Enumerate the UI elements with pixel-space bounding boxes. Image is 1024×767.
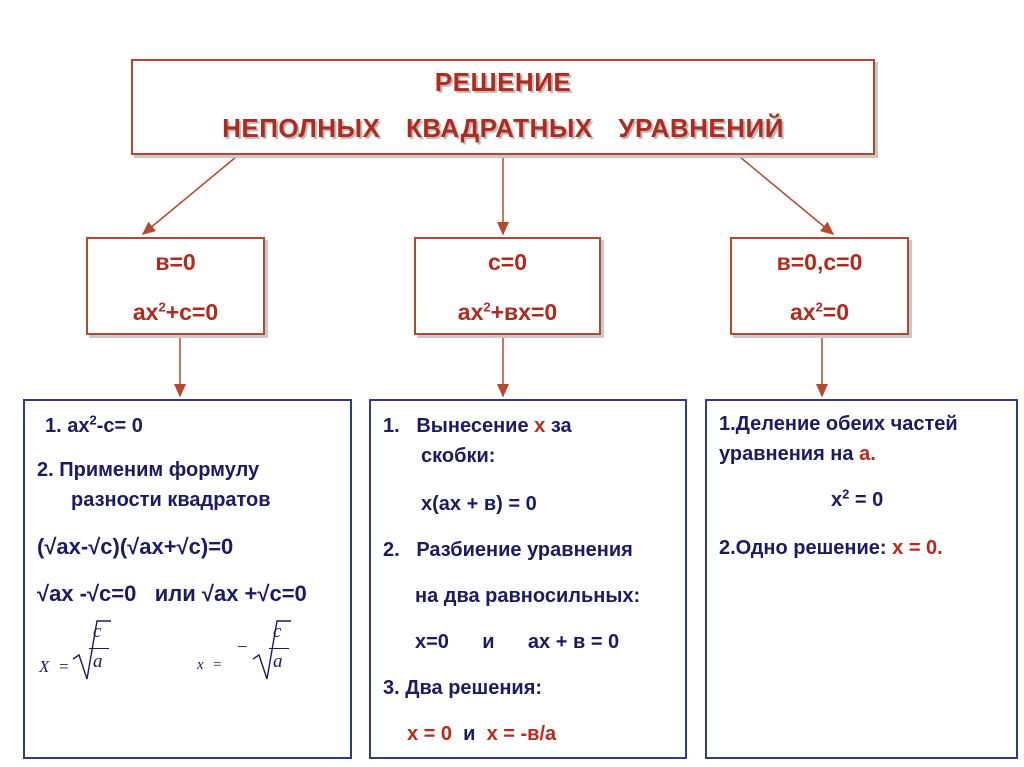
step-1-line-1: 1. Вынесение х за (383, 415, 572, 437)
two-solutions: х = 0 и х = -в/а (407, 723, 557, 745)
solution-panel-1: 1. ах2-с= 0 2. Применим формулу разности… (23, 399, 352, 759)
denominator: a (93, 651, 103, 672)
step-1-line-2: уравнения на а. (719, 443, 876, 465)
sqrt-sign-2 (252, 620, 291, 680)
title-line-2: НЕПОЛНЫХ КВАДРАТНЫХ УРАВНЕНИЙ (222, 113, 784, 143)
title-line-1: РЕШЕНИЕ (434, 67, 572, 97)
case-box-b-c-zero: в=0,с=0 ах2=0 (730, 237, 909, 335)
step-2: 2.Одно решение: х = 0. (719, 537, 943, 559)
factorization: (√ах-√с)(√ах+√с)=0 (37, 534, 234, 559)
root-formulas: Х = c a х = − c a (37, 617, 337, 687)
denominator-2: a (273, 651, 283, 672)
case-box-c-zero: с=0 ах2+вх=0 (414, 237, 601, 335)
title-box: РЕШЕНИЕ НЕПОЛНЫХ КВАДРАТНЫХ УРАВНЕНИЙ (131, 59, 875, 155)
case-equation: ах2+с=0 (132, 299, 219, 325)
step-3: 3. Два решения: (383, 677, 543, 699)
case-equation: ах2+вх=0 (457, 299, 558, 325)
step-1-line-2: скобки: (421, 445, 496, 467)
step-2-line-2: на два равносильных: (415, 585, 641, 607)
case-condition: в=0,с=0 (776, 249, 863, 275)
step-1: 1. ах2-с= 0 (45, 412, 143, 437)
solution-panel-2: 1. Вынесение х за скобки: х(ах + в) = 0 … (369, 399, 687, 759)
solution-panel-3: 1.Деление обеих частей уравнения на а. х… (705, 399, 1018, 759)
arrow-title-to-case1 (141, 156, 237, 235)
fraction-bar (89, 648, 109, 649)
step-2-line-1: 2. Применим формулу (37, 459, 260, 481)
step-2-line-2: разности квадратов (71, 489, 271, 511)
case-condition: в=0 (155, 249, 196, 275)
step-2-line-1: 2. Разбиение уравнения (383, 539, 633, 561)
roots-split: √ах -√с=0 или √ах +√с=0 (37, 581, 307, 606)
case-condition: с=0 (487, 249, 527, 275)
numerator: c (93, 621, 102, 642)
x-label-2: х (197, 657, 204, 673)
step-1-line-1: 1.Деление обеих частей (719, 413, 958, 435)
case-equation: ах2=0 (789, 299, 850, 325)
x-label: Х (39, 657, 50, 676)
sqrt-sign (72, 620, 111, 680)
fraction-bar-2 (269, 648, 289, 649)
step-2-equations: х=0 и ах + в = 0 (415, 631, 620, 653)
x-squared-eq: х2 = 0 (831, 486, 884, 511)
numerator-2: c (273, 621, 282, 642)
step-1-formula: х(ах + в) = 0 (421, 493, 537, 515)
minus-sign: − (237, 637, 248, 658)
arrow-title-to-case3 (739, 156, 835, 235)
case-box-b-zero: в=0 ах2+с=0 (86, 237, 265, 335)
